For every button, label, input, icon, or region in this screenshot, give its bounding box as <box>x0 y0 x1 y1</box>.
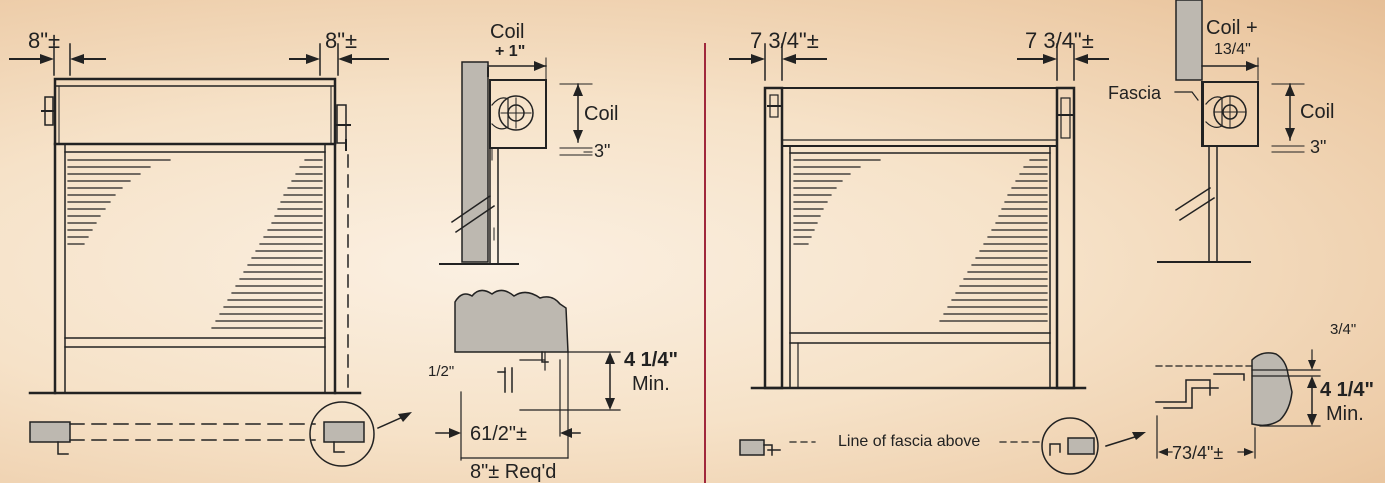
left-coil-top-label: Coil <box>490 21 525 43</box>
left-lintel-detail <box>435 289 621 461</box>
right-fascia-label: Fascia <box>1108 83 1162 103</box>
left-height-min-word: Min. <box>632 373 670 395</box>
left-half-inch-label: 1/2" <box>428 363 455 380</box>
left-coil-three-label: 3" <box>594 141 611 161</box>
left-coil-side-label: Coil <box>584 103 619 125</box>
left-elevation-door <box>9 43 389 395</box>
left-plan-view <box>29 401 412 467</box>
right-coil-section <box>1157 0 1305 263</box>
left-dim-left-label: 8"± <box>28 28 61 53</box>
right-dim-right-label: 7 3/4"± <box>1025 28 1094 53</box>
right-height-min-word: Min. <box>1326 403 1364 425</box>
right-dim-left-label: 7 3/4"± <box>750 28 819 53</box>
left-eight-req-label: 8"± Req'd <box>470 461 557 483</box>
right-elevation-door <box>729 43 1109 390</box>
left-dim-right-label: 8"± <box>325 28 358 53</box>
right-coil-plus-label: 13/4" <box>1214 41 1251 58</box>
left-height-min-value: 4 1/4" <box>624 349 678 371</box>
right-plan-view <box>739 417 1146 475</box>
left-coil-plus-label: + 1" <box>495 43 526 60</box>
right-seven-three-quarter-label: 73/4"± <box>1172 443 1224 463</box>
left-coil-section <box>439 57 593 265</box>
left-six-half-label: 61/2"± <box>470 423 528 445</box>
right-fascia-line-label: Line of fascia above <box>838 433 981 450</box>
right-coil-three-label: 3" <box>1310 137 1327 157</box>
right-height-min-value: 4 1/4" <box>1320 379 1374 401</box>
right-coil-side-label: Coil <box>1300 101 1335 123</box>
right-three-quarter-label: 3/4" <box>1330 321 1357 338</box>
right-coil-top-label: Coil + <box>1206 17 1258 39</box>
right-fascia-detail <box>1155 349 1321 459</box>
